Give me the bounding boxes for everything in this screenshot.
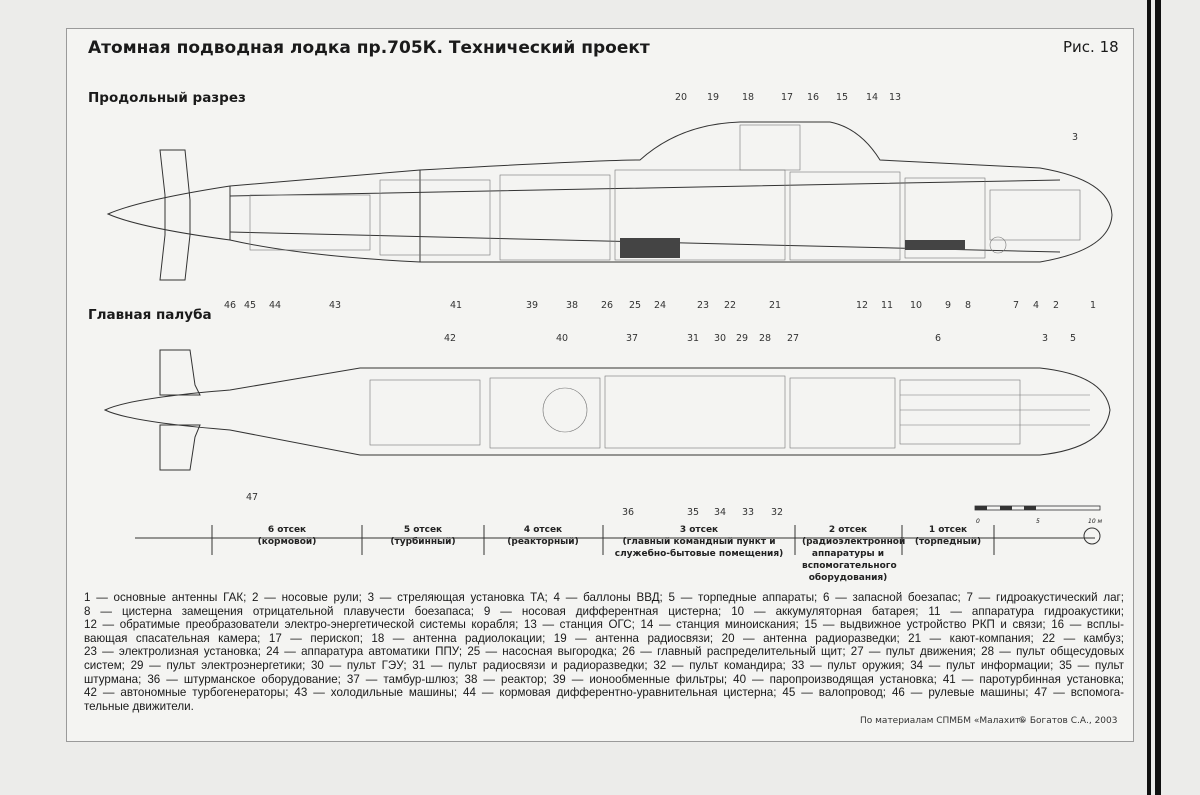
page-title: Атомная подводная лодка пр.705К. Техниче… [88,38,650,58]
callout-number: 43 [328,300,342,311]
callout-number: 34 [713,507,727,518]
callout-number: 8 [964,300,972,311]
author-logo [1083,527,1101,545]
compartment-2: 2 отсек(радиоэлектронной аппаратуры и вс… [802,525,906,583]
callout-number: 11 [880,300,894,311]
callout-number: 7 [1012,300,1020,311]
callout-number: 15 [835,92,849,103]
callout-number: 37 [625,333,639,344]
binding-edge [1147,0,1151,795]
callout-number: 10 [909,300,923,311]
scale-label: 0 [976,518,980,525]
section-title-plan: Главная палуба [88,307,212,323]
callout-number: 6 [934,333,942,344]
callout-number: 29 [735,333,749,344]
legend-line: 42 — автономные турбогенераторы; 43 — хо… [84,686,1124,700]
callout-number: 16 [806,92,820,103]
legend-line: вающая спасательная камера; 17 — периско… [84,631,1124,645]
callout-number: 3 [1041,333,1049,344]
callout-number: 46 [223,300,237,311]
battery-blocks [620,238,965,258]
internal-equipment [249,124,1090,449]
callout-number: 30 [713,333,727,344]
callout-number: 21 [768,300,782,311]
compartment-1: 1 отсек(торпедный) [914,525,982,547]
callout-number: 17 [780,92,794,103]
callout-number: 14 [865,92,879,103]
legend-line: 12 — обратимые преобразователи электро-э… [84,618,1124,632]
callout-number: 3 [1071,132,1079,143]
figure-number: Рис. 18 [1063,38,1119,56]
callout-number: 28 [758,333,772,344]
source-credit: По материалам СПМБМ «Малахит» [860,716,1026,726]
callout-number: 20 [674,92,688,103]
callout-number: 41 [449,300,463,311]
legend: 1 — основные антенны ГАК; 2 — носовые ру… [84,591,1124,713]
copyright: © Богатов С.А., 2003 [1018,716,1118,726]
callout-number: 27 [786,333,800,344]
compartment-scale [135,525,1095,555]
plan-hull [103,367,1111,456]
callout-number: 4 [1032,300,1040,311]
legend-line: систем; 29 — пульт электроэнергетики; 30… [84,658,1124,672]
callout-number: 26 [600,300,614,311]
legend-line: штурмана; 36 — штурманское оборудование;… [84,672,1124,686]
callout-number: 5 [1069,333,1077,344]
callout-number: 13 [888,92,902,103]
callout-number: 24 [653,300,667,311]
scale-bar [974,505,1101,511]
callout-number: 12 [855,300,869,311]
plan-stabilizers [159,349,201,471]
callout-number: 47 [245,492,259,503]
compartment-5: 5 отсек(турбинный) [390,525,456,547]
scale-label: 5 [1036,518,1040,525]
legend-line: 1 — основные антенны ГАК; 2 — носовые ру… [84,591,1124,604]
legend-line: тельные движители. [84,699,194,713]
section-title-side: Продольный разрез [88,90,246,106]
binding-edge [1155,0,1161,795]
callout-number: 35 [686,507,700,518]
scale-label: 10 м [1088,518,1103,525]
callout-number: 25 [628,300,642,311]
legend-line: 23 — электролизная установка; 24 — аппар… [84,645,1124,659]
side-hull [106,121,1113,263]
callout-number: 40 [555,333,569,344]
callout-number: 38 [565,300,579,311]
compartment-3: 3 отсек(главный командный пункт и служеб… [614,525,784,559]
callout-number: 31 [686,333,700,344]
callout-number: 45 [243,300,257,311]
callout-number: 2 [1052,300,1060,311]
callout-number: 9 [944,300,952,311]
callout-number: 23 [696,300,710,311]
callout-number: 1 [1089,300,1097,311]
callout-number: 32 [770,507,784,518]
callout-number: 42 [443,333,457,344]
callout-number: 39 [525,300,539,311]
callout-number: 44 [268,300,282,311]
callout-number: 19 [706,92,720,103]
callout-number: 22 [723,300,737,311]
callout-number: 36 [621,507,635,518]
compartment-4: 4 отсек(реакторный) [507,525,579,547]
side-rudder [159,149,191,281]
callout-number: 33 [741,507,755,518]
callout-number: 18 [741,92,755,103]
legend-line: 8 — цистерна замещения отрицательной пла… [84,604,1124,618]
compartment-6: 6 отсек(кормовой) [257,525,317,547]
